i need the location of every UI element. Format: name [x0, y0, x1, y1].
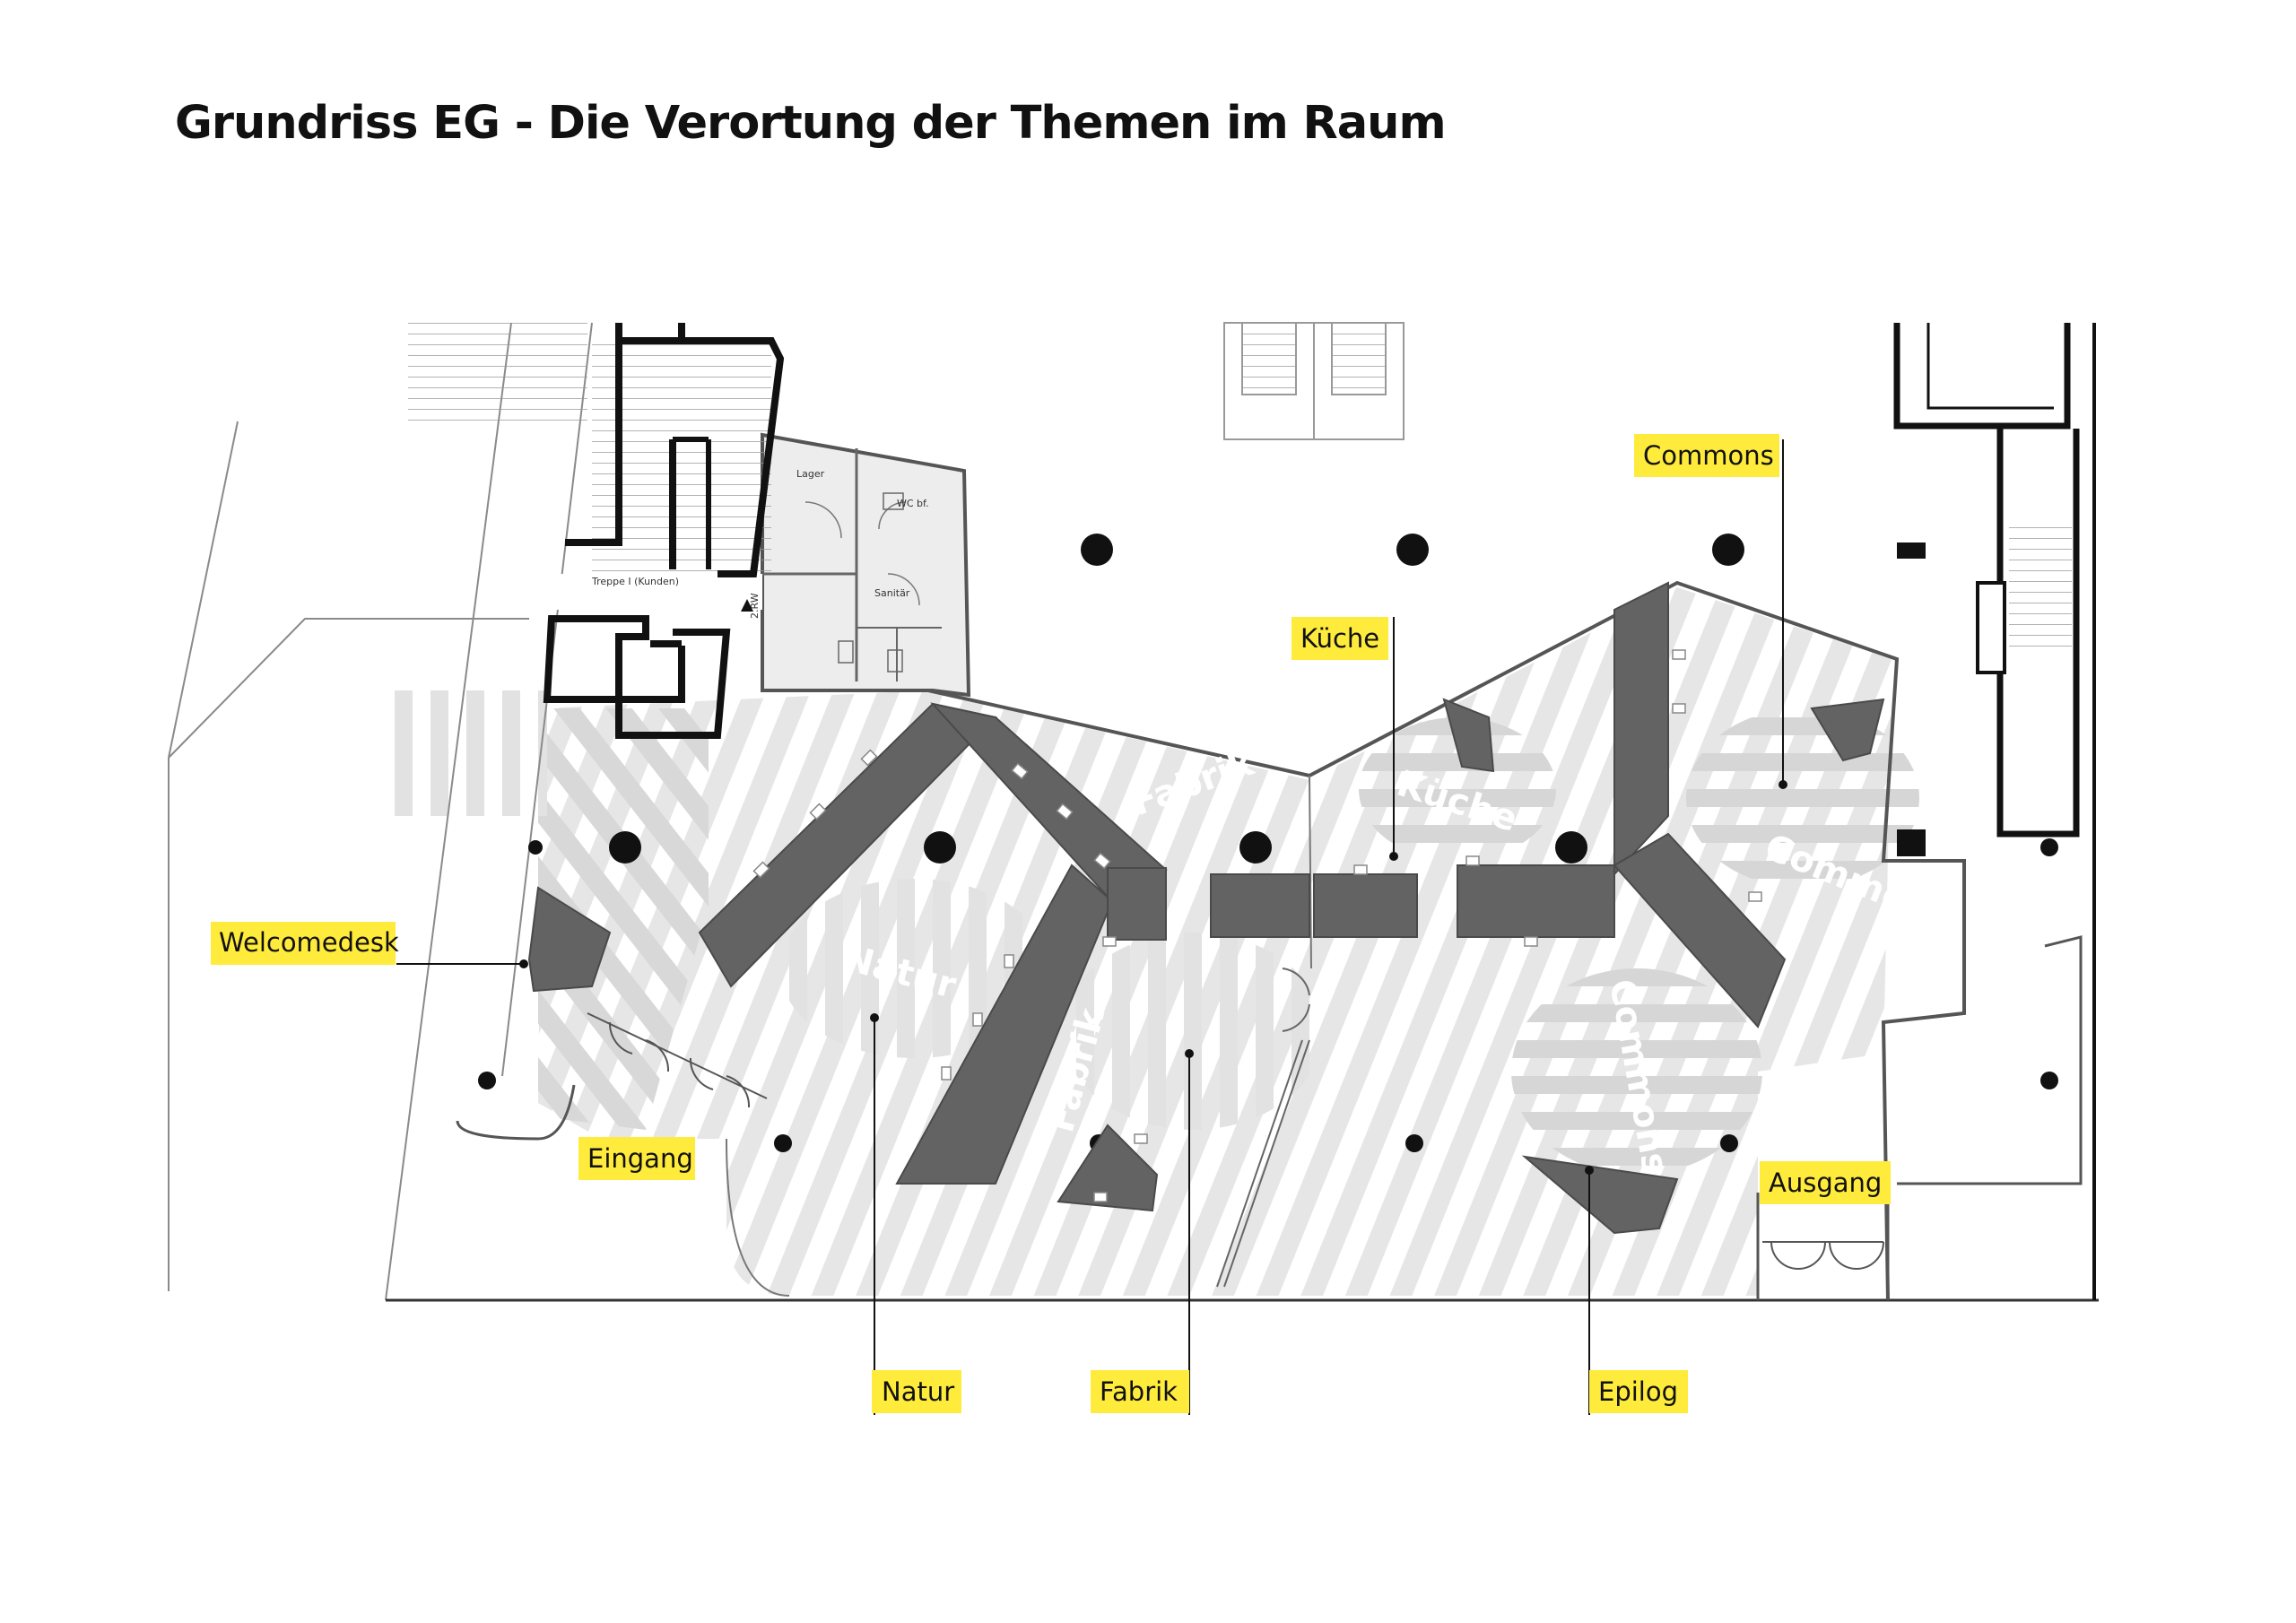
room-label-sanitaer: Sanitär: [874, 587, 910, 599]
svg-text:Fabrik: Fabrik: [1100, 1376, 1178, 1407]
top-stairs: [1223, 322, 1405, 440]
label-fabrik: Fabrik: [1091, 1370, 1189, 1413]
svg-text:Eingang: Eingang: [587, 1143, 693, 1174]
exterior-stairs: [408, 323, 587, 430]
label-kueche: Küche: [1292, 617, 1388, 660]
commons-shard: [1810, 698, 1885, 762]
kueche-table-right: [1313, 873, 1418, 938]
neighbour-buildings: [168, 322, 593, 1301]
label-eingang: Eingang: [578, 1137, 695, 1180]
svg-text:Epilog: Epilog: [1598, 1376, 1678, 1407]
commons-bench: [1457, 864, 1615, 938]
service-core: [761, 432, 971, 698]
columns: [478, 534, 2058, 1152]
inner-door: [1216, 968, 1310, 1288]
svg-text:Natur: Natur: [882, 1376, 954, 1407]
commons-spine: [1613, 581, 1669, 877]
room-label-wc: WC bf.: [897, 498, 929, 509]
floor-hatching: [386, 587, 1919, 1296]
page-title: Grundriss EG - Die Verortung der Themen …: [175, 97, 1447, 150]
right-building: [1756, 323, 2096, 1300]
fabrik-shard: [1057, 1124, 1159, 1212]
leader-dots: [519, 780, 1787, 1175]
welcome-desk: [527, 886, 612, 993]
commons-branch: [1613, 832, 1787, 1028]
svg-text:Commons: Commons: [1643, 440, 1774, 471]
label-ausgang: Ausgang: [1760, 1161, 1891, 1204]
kueche-table-left: [1210, 873, 1310, 938]
label-epilog: Epilog: [1589, 1370, 1688, 1413]
epilog-shard: [1521, 1155, 1679, 1235]
stair-tower: [543, 323, 785, 739]
kueche-shard: [1442, 698, 1495, 773]
fabrik-table-lower: [895, 864, 1114, 1185]
svg-text:Welcomedesk: Welcomedesk: [219, 927, 399, 958]
entrance-doors: [587, 1012, 768, 1108]
label-commons: Commons: [1634, 434, 1779, 477]
svg-text:Küche: Küche: [1300, 623, 1379, 654]
building-walls: [386, 580, 2099, 1302]
label-welcomedesk: Welcomedesk: [211, 922, 399, 965]
room-label-rw: 2.RW: [749, 593, 761, 619]
exhibition-tables: [527, 581, 1885, 1235]
room-label-lager: Lager: [796, 468, 825, 480]
label-natur: Natur: [872, 1370, 961, 1413]
room-label-treppe: Treppe I (Kunden): [591, 576, 679, 587]
direction-triangle-icon: [741, 599, 753, 612]
svg-text:Ausgang: Ausgang: [1769, 1167, 1882, 1198]
exit-doors: [1762, 1241, 1884, 1270]
fabrik-table-end: [1107, 867, 1167, 941]
stools: [752, 649, 1762, 1202]
